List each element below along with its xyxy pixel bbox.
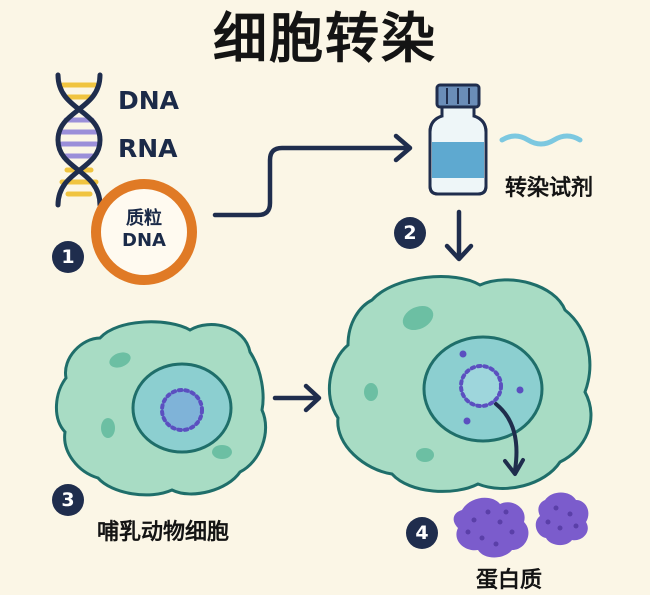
arrow-to-reagent [212, 145, 411, 218]
protein-label: 蛋白质 [476, 568, 543, 593]
dna-label: DNA [118, 86, 180, 115]
transfected-cell [327, 275, 593, 493]
mammal-cell-label: 哺乳动物细胞 [97, 520, 230, 545]
mammalian-cell [55, 320, 268, 497]
rna-strand-icon [499, 133, 583, 147]
step-badge-2: 2 [394, 217, 426, 249]
step-badge-4: 4 [406, 517, 438, 549]
page-title: 细胞转染 [213, 7, 437, 70]
rna-label: RNA [118, 134, 178, 163]
reagent-vial-icon [428, 83, 488, 196]
plasmid-label-line1: 质粒 [126, 208, 162, 229]
plasmid-label-line2: DNA [122, 230, 166, 251]
dna-helix-icon [55, 72, 103, 208]
plasmid-ring-icon [91, 179, 197, 285]
plasmid-label: 质粒 DNA [100, 208, 188, 252]
reagent-label: 转染试剂 [505, 176, 594, 201]
step-badge-1: 1 [52, 241, 84, 273]
protein-blob-icon [453, 492, 589, 558]
step-badge-3: 3 [52, 484, 84, 516]
